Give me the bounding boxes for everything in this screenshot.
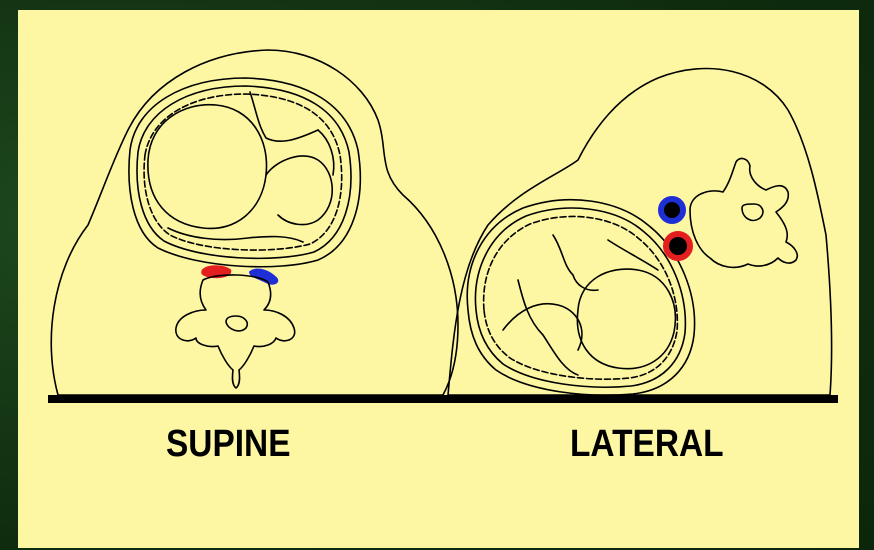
lateral-fetal-limb-2 [503, 304, 582, 350]
lateral-vertebra-canal [742, 204, 763, 220]
lateral-body-outline [448, 68, 832, 395]
supine-uterus-dashed [144, 94, 342, 250]
supine-table-surface [48, 395, 448, 403]
cross-section-diagram [18, 10, 859, 548]
supine-vertebra [176, 275, 295, 388]
supine-cross-section [51, 50, 458, 395]
ground-surfaces [48, 395, 838, 403]
lateral-fetal-head [577, 269, 675, 369]
supine-fetal-head [148, 105, 267, 229]
supine-body-outline [51, 50, 458, 395]
lateral-cross-section [448, 68, 832, 395]
diagram-panel: SUPINE LATERAL [18, 10, 859, 548]
supine-uterus-inner [137, 86, 351, 258]
lateral-label: LATERAL [570, 425, 724, 463]
supine-label: SUPINE [166, 425, 291, 463]
lateral-fetal-limb-3 [518, 280, 578, 375]
supine-vertebra-canal [226, 316, 247, 331]
lateral-fetal-limb-4 [608, 240, 658, 270]
lateral-table-surface [448, 395, 838, 403]
supine-fetal-limb-2 [266, 156, 332, 225]
supine-fetal-limb-3 [168, 228, 303, 242]
